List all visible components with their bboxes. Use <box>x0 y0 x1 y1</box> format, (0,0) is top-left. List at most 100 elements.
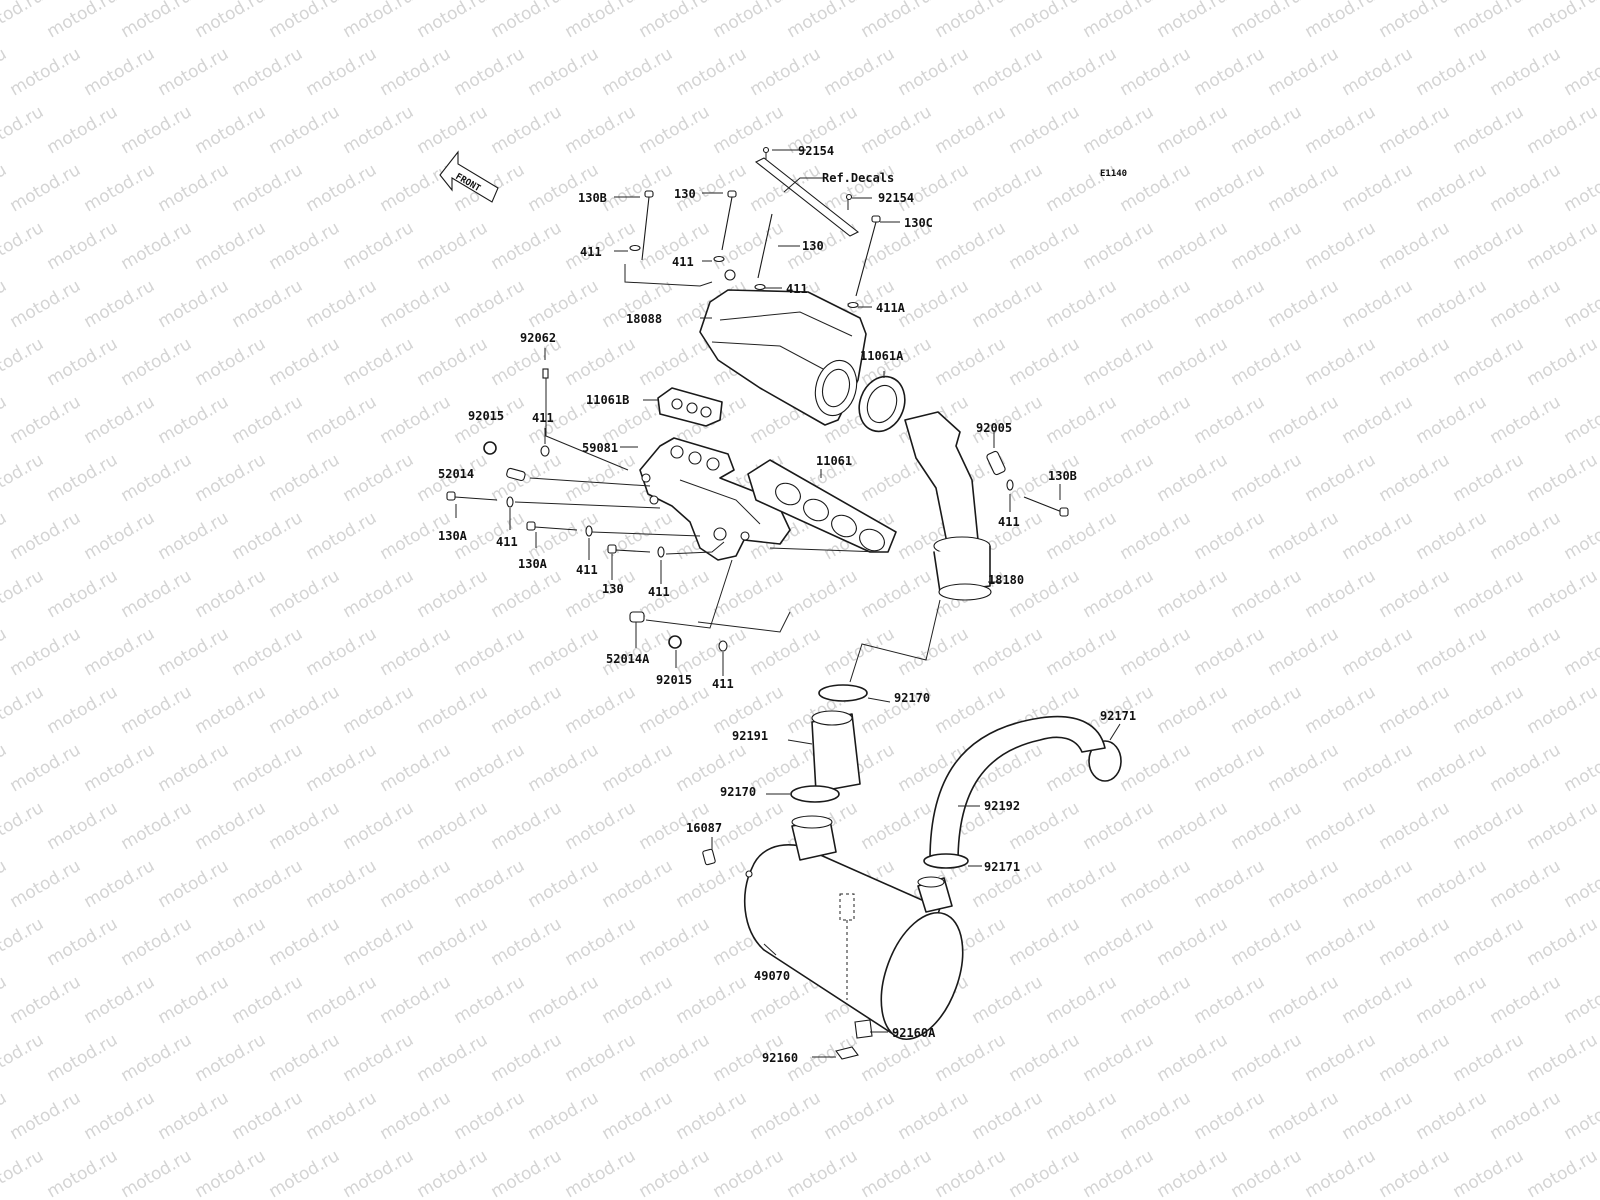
watermark-text: motod.ru <box>44 566 122 622</box>
watermark-text: motod.ru <box>1413 392 1491 448</box>
watermark-text: motod.ru <box>1228 334 1306 390</box>
watermark-text: motod.ru <box>969 624 1047 680</box>
label-130C: 130C <box>904 216 933 230</box>
watermark-text: motod.ru <box>451 276 529 332</box>
watermark-text: motod.ru <box>1561 740 1600 796</box>
label-59081: 59081 <box>582 441 618 455</box>
watermark-text: motod.ru <box>192 914 270 970</box>
clamp-92171-b <box>923 853 969 869</box>
watermark-text: motod.ru <box>562 334 640 390</box>
diagram-code: E1140 <box>1100 169 1127 179</box>
watermark-text: motod.ru <box>525 856 603 912</box>
watermark-text: motod.ru <box>44 914 122 970</box>
bolt-130-lower <box>607 544 651 554</box>
watermark-text: motod.ru <box>155 856 233 912</box>
watermark-text: motod.ru <box>451 972 529 1028</box>
watermark-text: motod.ru <box>192 334 270 390</box>
watermark-text: motod.ru <box>1265 856 1343 912</box>
watermark-text: motod.ru <box>562 102 640 158</box>
watermark-text: motod.ru <box>636 102 714 158</box>
label-52014: 52014 <box>438 467 474 481</box>
washer-411-g <box>585 525 593 537</box>
watermark-text: motod.ru <box>969 1088 1047 1144</box>
watermark-text: motod.ru <box>1117 740 1195 796</box>
watermark-text: motod.ru <box>1265 508 1343 564</box>
watermark-text: motod.ru <box>488 682 566 738</box>
watermark-text: motod.ru <box>192 798 270 854</box>
watermark-text: motod.ru <box>1154 218 1232 274</box>
watermark-text: motod.ru <box>1487 160 1565 216</box>
watermark-text: motod.ru <box>488 1146 566 1200</box>
watermark-text: motod.ru <box>1561 624 1600 680</box>
watermark-text: motod.ru <box>155 160 233 216</box>
label-411-f: 411 <box>496 535 518 549</box>
watermark-text: motod.ru <box>1339 1088 1417 1144</box>
watermark-text: motod.ru <box>932 1030 1010 1086</box>
label-92170-b: 92170 <box>720 785 756 799</box>
watermark-text: motod.ru <box>0 160 10 216</box>
watermark-text: motod.ru <box>636 1030 714 1086</box>
watermark-text: motod.ru <box>1191 740 1269 796</box>
cap-nut-92015-a <box>483 441 497 455</box>
watermark-text: motod.ru <box>192 1146 270 1200</box>
bolt-130c-right <box>855 215 881 297</box>
label-411A: 411A <box>876 301 906 315</box>
watermark-text: motod.ru <box>636 914 714 970</box>
watermark-text: motod.ru <box>1043 276 1121 332</box>
watermark-text: motod.ru <box>118 102 196 158</box>
watermark-text: motod.ru <box>118 450 196 506</box>
watermark-text: motod.ru <box>1117 856 1195 912</box>
watermark-text: motod.ru <box>229 44 307 100</box>
watermark-text: motod.ru <box>7 44 85 100</box>
watermark-text: motod.ru <box>488 1030 566 1086</box>
watermark-text: motod.ru <box>1413 276 1491 332</box>
watermark-text: motod.ru <box>1561 508 1600 564</box>
washer-411-h <box>657 546 665 558</box>
watermark-text: motod.ru <box>229 972 307 1028</box>
watermark-text: motod.ru <box>1339 740 1417 796</box>
watermark-text: motod.ru <box>1524 218 1600 274</box>
watermark-text: motod.ru <box>858 102 936 158</box>
watermark-text: motod.ru <box>1154 450 1232 506</box>
watermark-text: motod.ru <box>340 334 418 390</box>
watermark-text: motod.ru <box>1413 160 1491 216</box>
watermark-text: motod.ru <box>303 1088 381 1144</box>
watermark-text: motod.ru <box>340 798 418 854</box>
watermark-text: motod.ru <box>1228 1146 1306 1200</box>
drain-plug-16087 <box>702 848 716 866</box>
label-411-h: 411 <box>648 585 670 599</box>
watermark-text: motod.ru <box>1339 392 1417 448</box>
watermark-text: motod.ru <box>1450 0 1528 42</box>
watermark-text: motod.ru <box>451 44 529 100</box>
watermark-text: motod.ru <box>1117 972 1195 1028</box>
watermark-text: motod.ru <box>1524 0 1600 42</box>
watermark-text: motod.ru <box>0 334 47 390</box>
label-92062: 92062 <box>520 331 556 345</box>
watermark-text: motod.ru <box>1154 682 1232 738</box>
watermark-text: motod.ru <box>488 914 566 970</box>
watermark-text: motod.ru <box>1302 218 1380 274</box>
watermark-text: motod.ru <box>303 740 381 796</box>
watermark-text: motod.ru <box>1228 914 1306 970</box>
manifold-cover-18088 <box>699 269 867 426</box>
watermark-text: motod.ru <box>1080 102 1158 158</box>
watermark-text: motod.ru <box>1376 0 1454 42</box>
watermark-text: motod.ru <box>636 334 714 390</box>
watermark-text: motod.ru <box>1080 0 1158 42</box>
watermark-text: motod.ru <box>599 856 677 912</box>
watermark-text: motod.ru <box>1524 682 1600 738</box>
stud-52014A <box>629 611 645 623</box>
watermark-text: motod.ru <box>1006 102 1084 158</box>
label-92191: 92191 <box>732 729 768 743</box>
watermark-text: motod.ru <box>1265 44 1343 100</box>
watermark-text: motod.ru <box>895 1088 973 1144</box>
watermark-text: motod.ru <box>1524 566 1600 622</box>
watermark-text: motod.ru <box>969 44 1047 100</box>
watermark-text: motod.ru <box>1339 276 1417 332</box>
watermark-text: motod.ru <box>562 1146 640 1200</box>
watermark-text: motod.ru <box>1524 334 1600 390</box>
watermark-text: motod.ru <box>118 334 196 390</box>
watermark-text: motod.ru <box>858 1146 936 1200</box>
fitting-92005 <box>986 450 1006 476</box>
label-411-e: 411 <box>998 515 1020 529</box>
